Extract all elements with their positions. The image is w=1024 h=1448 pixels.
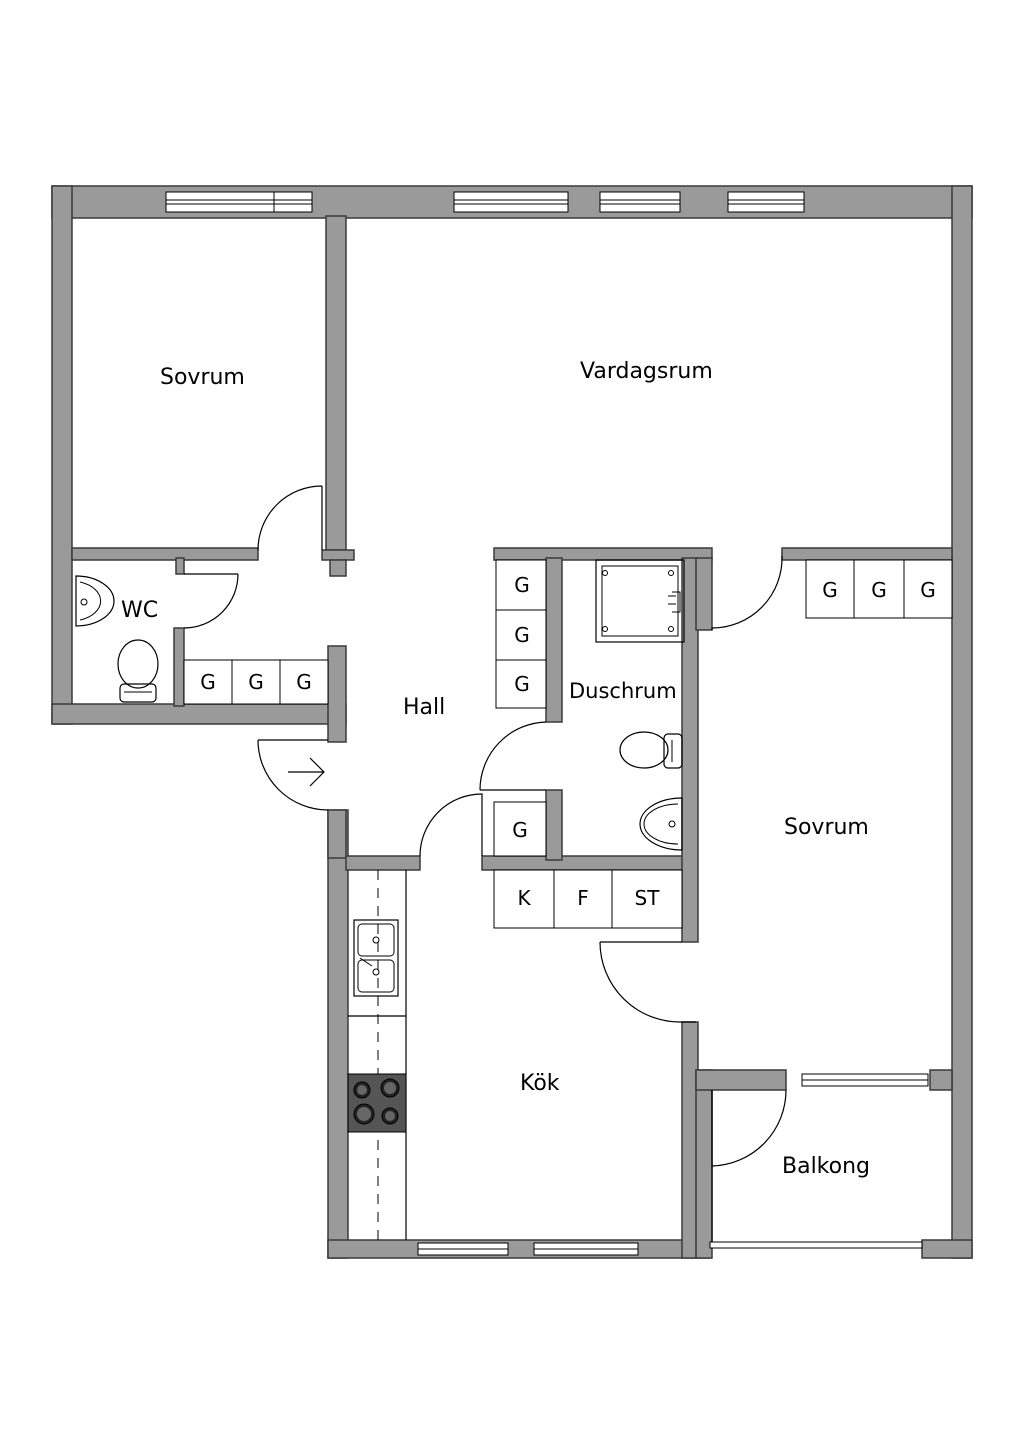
cabinet-hall-single: G: [493, 801, 547, 857]
window-living-2: [599, 191, 681, 213]
walls: [51, 185, 973, 1259]
shower-icon: [595, 559, 685, 643]
cabinet-label: G: [871, 578, 887, 602]
room-label-hall: Hall: [403, 695, 445, 720]
window-kitchen-2: [533, 1242, 639, 1256]
cabinet-label: G: [920, 578, 936, 602]
sink-icon: [639, 797, 683, 851]
cabinets-duschrum-column: G G G: [495, 559, 547, 709]
windows: [165, 191, 929, 1256]
kitchen-counter: [348, 870, 407, 1240]
balcony-railing: [709, 1241, 923, 1249]
cabinet-label: F: [577, 886, 589, 910]
cabinets-sovrum-row: G G G: [805, 559, 953, 619]
window-bedroom2: [801, 1073, 929, 1087]
cabinet-label: G: [248, 670, 264, 694]
window-living-3: [727, 191, 805, 213]
room-label-sovrum-2: Sovrum: [784, 815, 869, 840]
cabinets-hall-row: G G G: [183, 659, 329, 705]
room-label-kok: Kök: [520, 1071, 560, 1096]
cabinets-kitchen-row: K F ST: [493, 869, 683, 929]
cabinet-label: ST: [635, 886, 661, 910]
toilet-icon: [619, 731, 683, 769]
cabinet-label: G: [514, 573, 530, 597]
room-label-duschrum: Duschrum: [569, 679, 677, 703]
room-label-vardagsrum: Vardagsrum: [580, 359, 713, 384]
cabinet-label: G: [822, 578, 838, 602]
cabinet-label: G: [296, 670, 312, 694]
window-kitchen-1: [417, 1242, 509, 1256]
kitchen-sink-icon: [353, 919, 399, 997]
room-label-sovrum: Sovrum: [160, 365, 245, 390]
window-bedroom: [165, 191, 313, 213]
cabinet-label: G: [200, 670, 216, 694]
entrance-arrow-icon: [288, 757, 325, 787]
cabinet-label: K: [517, 886, 531, 910]
cabinet-label: G: [514, 623, 530, 647]
doors: [183, 485, 787, 1167]
stove-icon: [347, 1073, 407, 1133]
cabinet-label: G: [514, 672, 530, 696]
room-label-balkong: Balkong: [782, 1154, 870, 1179]
window-living-1: [453, 191, 569, 213]
toilet-icon: [117, 639, 159, 703]
cabinet-label: G: [512, 818, 528, 842]
sink-icon: [75, 575, 115, 627]
room-label-wc: WC: [121, 598, 158, 623]
